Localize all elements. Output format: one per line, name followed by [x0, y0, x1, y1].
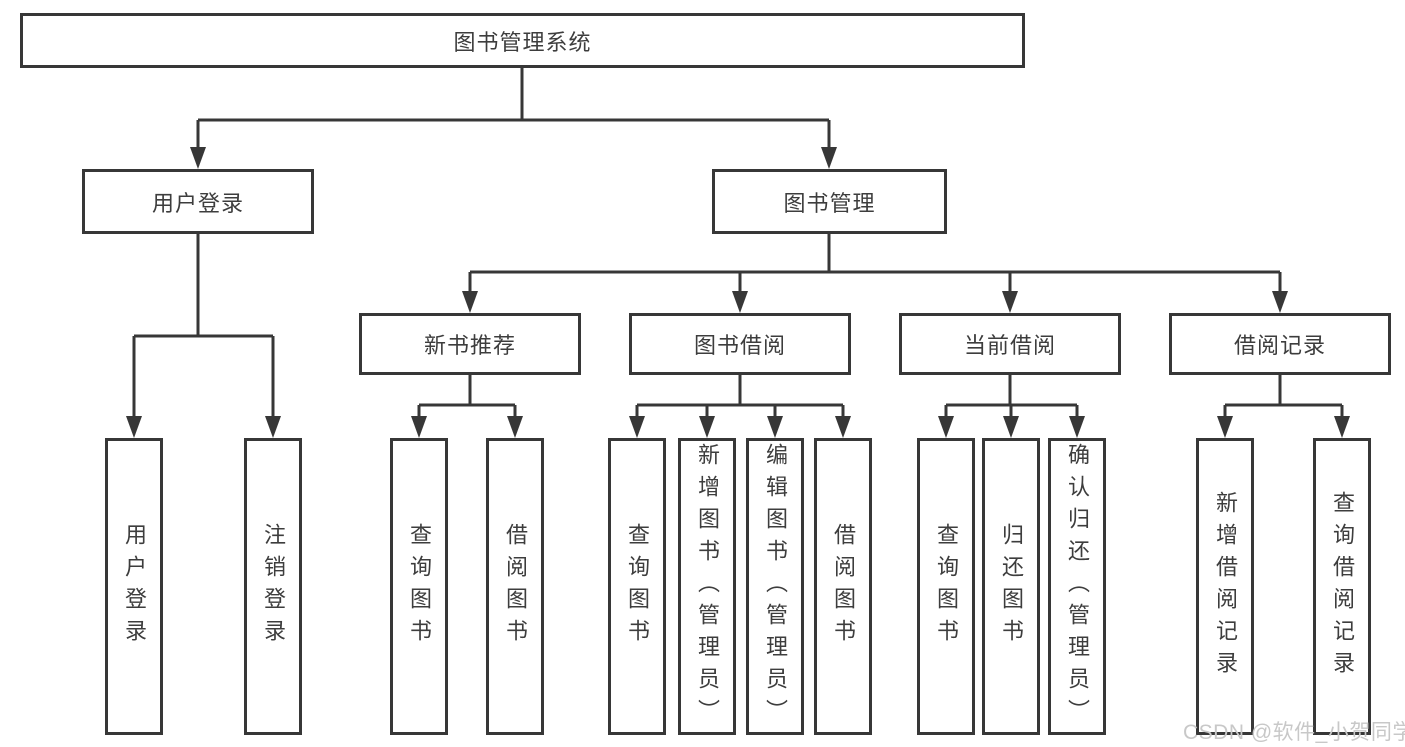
arrowhead-icon [1217, 416, 1233, 438]
leaf-user-login: 用户登录 [105, 438, 163, 735]
leaf-current-return-books: 归还图书 [982, 438, 1040, 735]
node-root: 图书管理系统 [20, 13, 1025, 68]
node-new-book-recommend-label: 新书推荐 [423, 333, 516, 358]
leaf-borrowing-edit-books-admin-label: 编辑图书（管理员） [763, 442, 788, 731]
arrowhead-icon [190, 147, 206, 169]
arrowhead-icon [938, 416, 954, 438]
leaf-records-query-record: 查询借阅记录 [1313, 438, 1371, 735]
node-borrowing-records-label: 借阅记录 [1233, 333, 1326, 358]
leaf-logout-label: 注销登录 [261, 522, 286, 651]
leaf-logout: 注销登录 [244, 438, 302, 735]
leaf-current-query-books: 查询图书 [917, 438, 975, 735]
leaf-borrowing-query-books: 查询图书 [608, 438, 666, 735]
leaf-newrec-query-books-label: 查询图书 [407, 522, 432, 651]
node-user-login-group: 用户登录 [82, 169, 314, 234]
node-book-borrowing-label: 图书借阅 [693, 333, 786, 358]
node-current-borrowing: 当前借阅 [899, 313, 1121, 375]
arrowhead-icon [1003, 416, 1019, 438]
arrowheads [126, 147, 1350, 438]
arrowhead-icon [411, 416, 427, 438]
leaf-newrec-query-books: 查询图书 [390, 438, 448, 735]
arrowhead-icon [835, 416, 851, 438]
leaf-borrowing-borrow-books: 借阅图书 [814, 438, 872, 735]
leaf-newrec-borrow-books: 借阅图书 [486, 438, 544, 735]
leaf-records-query-record-label: 查询借阅记录 [1330, 490, 1355, 683]
leaf-current-confirm-return-admin: 确认归还（管理员） [1048, 438, 1106, 735]
leaf-records-add-record: 新增借阅记录 [1196, 438, 1254, 735]
leaf-current-confirm-return-admin-label: 确认归还（管理员） [1065, 442, 1090, 731]
arrowhead-icon [767, 416, 783, 438]
arrowhead-icon [1002, 291, 1018, 313]
arrowhead-icon [1334, 416, 1350, 438]
leaf-borrowing-edit-books-admin: 编辑图书（管理员） [746, 438, 804, 735]
node-borrowing-records: 借阅记录 [1169, 313, 1391, 375]
arrowhead-icon [821, 147, 837, 169]
csdn-watermark: CSDN @软件_小贺同学 [1183, 721, 1405, 744]
leaf-borrowing-borrow-books-label: 借阅图书 [831, 522, 856, 651]
leaf-newrec-borrow-books-label: 借阅图书 [503, 522, 528, 651]
leaf-user-login-label: 用户登录 [122, 522, 147, 651]
arrowhead-icon [699, 416, 715, 438]
arrowhead-icon [629, 416, 645, 438]
arrowhead-icon [732, 291, 748, 313]
arrowhead-icon [462, 291, 478, 313]
node-user-login-group-label: 用户登录 [151, 190, 244, 216]
leaf-borrowing-add-books-admin: 新增图书（管理员） [678, 438, 736, 735]
arrowhead-icon [126, 416, 142, 438]
arrowhead-icon [507, 416, 523, 438]
node-root-label: 图书管理系统 [453, 29, 592, 55]
node-book-management-group: 图书管理 [712, 169, 947, 234]
leaf-current-query-books-label: 查询图书 [934, 522, 959, 651]
arrowhead-icon [265, 416, 281, 438]
node-new-book-recommend: 新书推荐 [359, 313, 581, 375]
node-book-borrowing: 图书借阅 [629, 313, 851, 375]
leaf-records-add-record-label: 新增借阅记录 [1213, 490, 1238, 683]
arrowhead-icon [1069, 416, 1085, 438]
node-current-borrowing-label: 当前借阅 [963, 333, 1056, 358]
leaf-current-return-books-label: 归还图书 [999, 522, 1024, 651]
leaf-borrowing-query-books-label: 查询图书 [625, 522, 650, 651]
leaf-borrowing-add-books-admin-label: 新增图书（管理员） [695, 442, 720, 731]
node-book-management-group-label: 图书管理 [783, 190, 876, 216]
arrowhead-icon [1272, 291, 1288, 313]
